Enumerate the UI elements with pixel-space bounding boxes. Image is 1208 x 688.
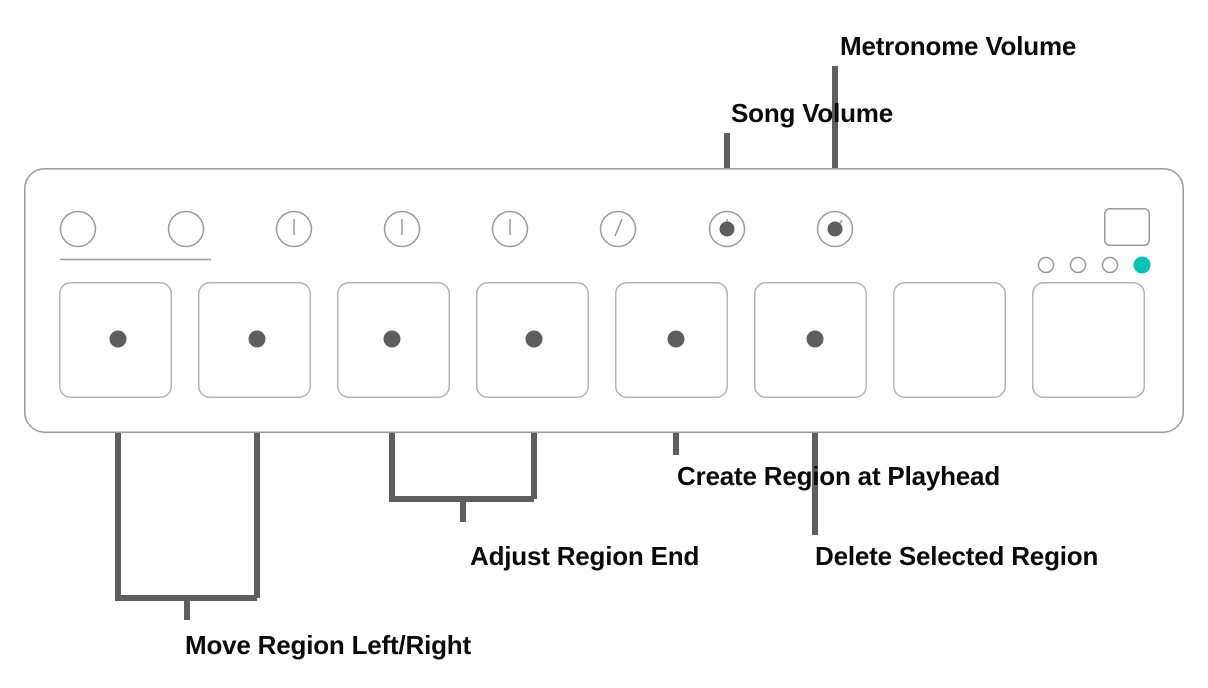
label-create-region-at-playhead: Create Region at Playhead [677,461,1000,491]
anchor-dot-knob-song-volume [719,221,735,237]
pad-7[interactable] [893,282,1006,398]
anchor-dot-pad-3 [383,330,401,348]
knob-5[interactable] [491,210,529,248]
led-4[interactable] [1133,256,1151,274]
label-song-volume: Song Volume [731,98,893,128]
right-controls [1037,208,1151,274]
label-delete-selected-region: Delete Selected Region [815,541,1099,571]
anchor-dot-pad-4 [525,330,543,348]
anchor-dot-knob-metronome-volume [827,221,843,237]
led-3[interactable] [1101,256,1119,274]
knob-3[interactable] [275,210,313,248]
knob-4[interactable] [383,210,421,248]
callout-anchor-dots [109,221,843,348]
knob-row [59,210,854,261]
display-button[interactable] [1104,208,1150,246]
anchor-dot-pad-6 [806,330,824,348]
label-move-region-left-right: Move Region Left/Right [185,630,471,660]
anchor-dot-pad-1 [109,330,127,348]
knob-6[interactable] [599,210,637,248]
anchor-dot-pad-2 [248,330,266,348]
pad-8[interactable] [1032,282,1145,398]
led-2[interactable] [1069,256,1087,274]
knob-1[interactable] [59,210,97,248]
pad-row [59,282,1145,398]
label-metronome-volume: Metronome Volume [840,31,1077,61]
anchor-dot-pad-5 [667,330,685,348]
led-1[interactable] [1037,256,1055,274]
label-adjust-region-end: Adjust Region End [470,541,700,571]
knob-2[interactable] [167,210,205,248]
